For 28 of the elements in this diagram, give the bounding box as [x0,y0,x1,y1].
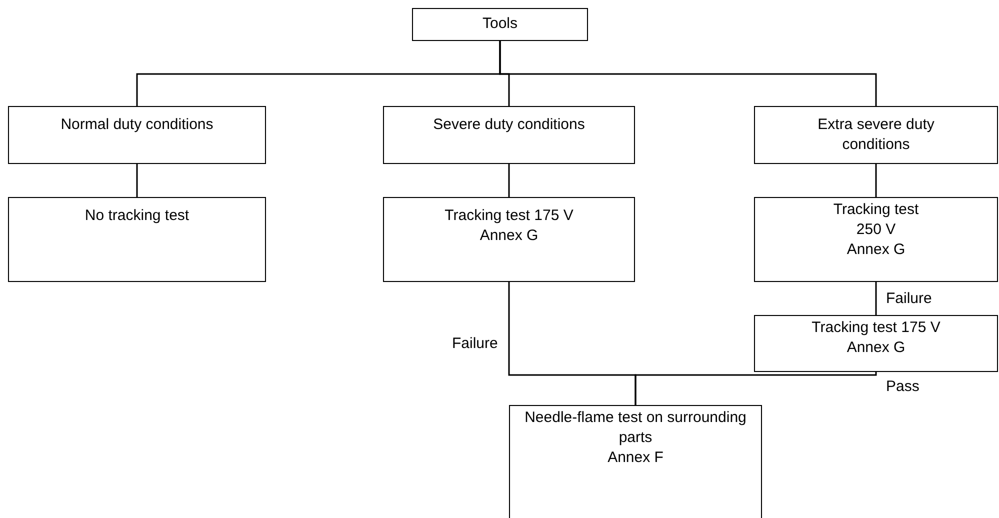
box-text: Severe duty conditions [433,115,585,135]
process-box [8,197,266,282]
connector-line [499,41,877,106]
process-box [412,8,588,41]
box-text: Tracking test 175 V [812,318,940,338]
connector-line [508,164,510,197]
process-box [509,405,762,518]
connector-line [875,282,877,315]
connector-line [634,372,877,405]
connector-line [875,164,877,197]
box-text: Tracking test 250 V [832,200,920,240]
box-text: Tracking test 175 V [444,206,574,226]
process-box [754,197,998,282]
box-text: Tools [482,14,518,34]
process-box [8,106,266,164]
connector-line [136,164,138,197]
box-text: Needle-flame test on surrounding parts [524,408,748,448]
process-box [754,106,998,164]
box-text: Extra severe duty conditions [816,115,936,155]
box-text: Annex G [480,226,538,246]
box-text: No tracking test [84,206,190,226]
process-box [383,106,635,164]
box-text: Annex F [608,448,664,468]
box-text: Annex G [846,240,906,260]
box-text: Normal duty conditions [60,115,214,135]
process-box [383,197,635,282]
box-text: Annex G [846,338,906,358]
process-box [754,315,998,372]
